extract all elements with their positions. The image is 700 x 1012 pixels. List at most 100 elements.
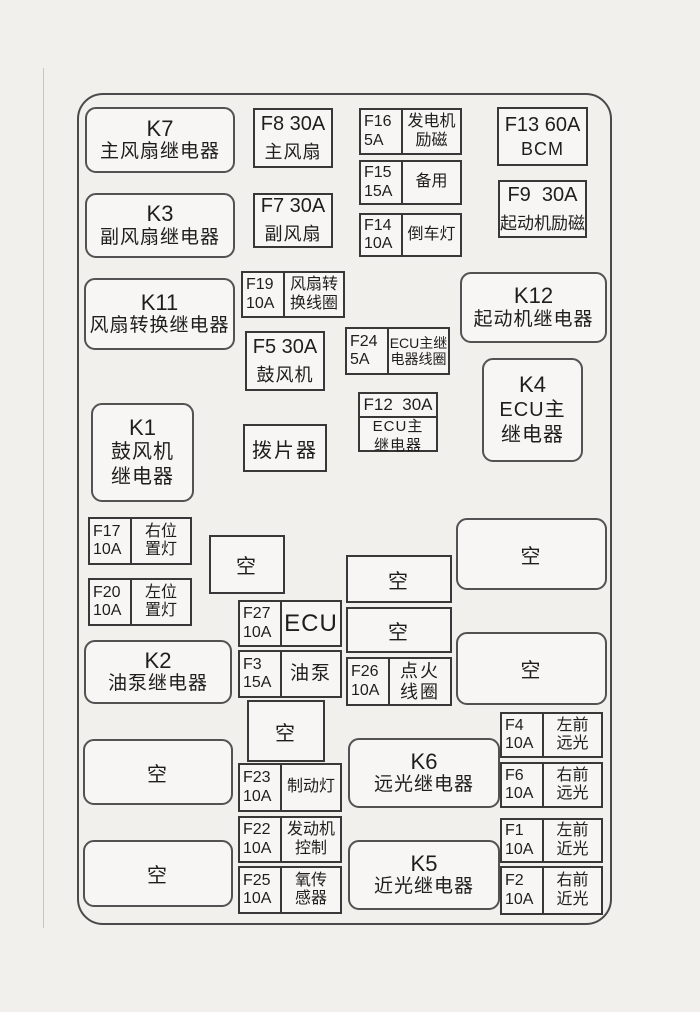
fuse-name: BCM <box>521 138 564 159</box>
fuse-f12: F12 30A ECU主 继电器 <box>358 392 438 454</box>
fuse-label-cell: 发动机控制 <box>286 821 335 857</box>
fuse-name: 主风扇 <box>264 141 322 162</box>
empty-slot: 空 <box>456 518 607 590</box>
fuse-label-cell: 右前远光 <box>556 766 589 802</box>
relay-name-line: ECU主 <box>499 398 566 421</box>
fuse-id: F8 30A <box>260 112 326 135</box>
fuse-label-cell: 左前近光 <box>556 822 589 858</box>
relay-name-line: 继电器 <box>501 423 564 446</box>
relay-k12: K12 起动机继电器 <box>460 272 607 343</box>
empty-label: 空 <box>388 570 410 593</box>
empty-slot: 空 <box>83 840 233 907</box>
relay-k2: K2 油泵继电器 <box>84 640 232 704</box>
fuse-name-line: ECU主 <box>372 418 424 435</box>
paddle-label: 拨片器 <box>252 439 318 462</box>
empty-label: 空 <box>147 865 169 887</box>
fuse-label-cell: 倒车灯 <box>407 225 456 243</box>
empty-label: 空 <box>147 763 169 786</box>
fuse-f9: F9 30A 起动机励磁 <box>498 180 587 238</box>
relay-name: 远光继电器 <box>373 774 474 796</box>
relay-name: 起动机继电器 <box>473 308 594 330</box>
paddle-box: 拨片器 <box>243 424 327 472</box>
fuse-id: F13 60A <box>504 113 581 136</box>
fuse-id: F12 30A <box>360 394 436 418</box>
empty-label: 空 <box>520 545 543 568</box>
fuse-f13: F13 60A BCM <box>497 107 588 166</box>
empty-slot: 空 <box>346 607 452 653</box>
relay-k7: K7 主风扇继电器 <box>85 107 235 173</box>
fuse-id: F5 30A <box>252 335 318 358</box>
relay-k6: K6 远光继电器 <box>348 738 500 808</box>
relay-id: K3 <box>146 201 174 227</box>
relay-name-line: 继电器 <box>111 466 174 489</box>
empty-slot: 空 <box>247 700 325 762</box>
empty-slot: 空 <box>83 739 233 805</box>
fuse-f5: F5 30A 鼓风机 <box>245 331 325 391</box>
fuse-f8: F8 30A 主风扇 <box>253 108 333 168</box>
relay-id: K7 <box>146 115 174 141</box>
fuse-name: 鼓风机 <box>256 364 314 385</box>
relay-k4: K4 ECU主 继电器 <box>482 358 583 462</box>
fuse-name-line: 继电器 <box>373 436 422 454</box>
relay-name: 近光继电器 <box>373 876 474 898</box>
relay-k3: K3 副风扇继电器 <box>85 193 235 258</box>
empty-label: 空 <box>388 621 410 644</box>
empty-label: 空 <box>520 660 543 682</box>
relay-name: 主风扇继电器 <box>99 141 220 163</box>
fuse-label-cell: 右位置灯 <box>144 522 177 558</box>
fuse-f7: F7 30A 副风扇 <box>253 193 333 248</box>
relay-k5: K5 近光继电器 <box>348 840 500 910</box>
relay-id: K6 <box>410 748 438 774</box>
fuse-name: 起动机励磁 <box>500 214 585 233</box>
fuse-label-cell: ECU主继电器线圈 <box>389 334 448 367</box>
relay-name-line: 鼓风机 <box>111 441 174 464</box>
fuse-label-cell: 左前远光 <box>556 716 589 752</box>
empty-slot: 空 <box>209 535 285 594</box>
fuse-label-cell: 风扇转换线圈 <box>289 276 338 312</box>
fuse-label-cell: 氧传感器 <box>294 871 327 907</box>
relay-id: K11 <box>140 289 179 315</box>
fuse-label-cell: 油泵 <box>289 663 332 685</box>
relay-name: 油泵继电器 <box>107 673 208 695</box>
fuse-label-cell: ECU <box>284 609 338 637</box>
relay-id: K2 <box>144 647 172 673</box>
empty-label: 空 <box>236 556 258 578</box>
relay-k1: K1 鼓风机 继电器 <box>91 403 194 502</box>
relay-id: K1 <box>129 414 156 440</box>
fuse-label-cell: 制动灯 <box>286 778 335 796</box>
scan-artifact-line <box>43 68 44 928</box>
fuse-name: 副风扇 <box>264 224 322 244</box>
fuse-label-cell: 右前近光 <box>556 872 589 908</box>
